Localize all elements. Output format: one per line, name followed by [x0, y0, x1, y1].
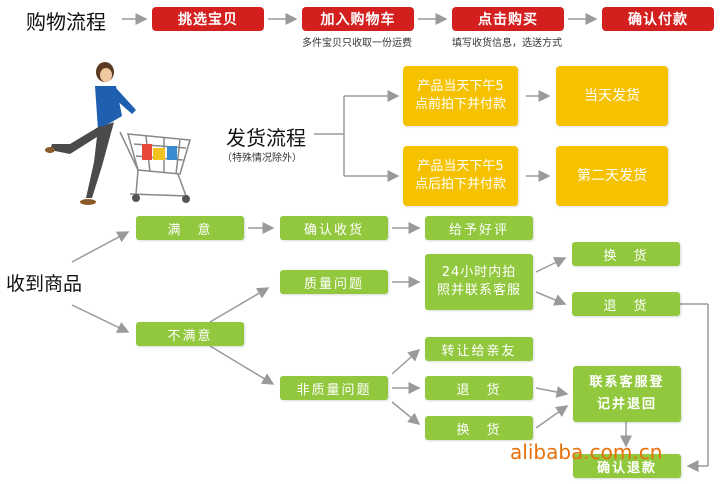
add-to-cart-note: 多件宝贝只收取一份运费	[302, 38, 412, 49]
arrow	[209, 287, 270, 323]
give-praise-box: 给予好评	[425, 216, 533, 240]
quality-issue-box: 质量问题	[280, 270, 388, 294]
step-add-to-cart: 加入购物车	[302, 7, 414, 31]
arrow	[71, 304, 130, 333]
shipping-title: 发货流程	[226, 126, 306, 150]
after-5pm-box: 产品当天下午5点后拍下并付款	[403, 146, 518, 206]
return-box-2: 退 货	[425, 376, 533, 400]
contact-register-box: 联系客服登记并退回	[573, 366, 681, 422]
arrow	[535, 291, 567, 306]
next-day-ship-box: 第二天发货	[556, 146, 668, 206]
arrow	[535, 257, 567, 273]
arrow	[209, 345, 275, 385]
unsatisfied-box: 不满意	[136, 322, 244, 346]
satisfied-box: 满 意	[136, 216, 244, 240]
shipping-note: （特殊情况除外）	[222, 153, 302, 164]
arrow	[535, 386, 569, 398]
before-5pm-box: 产品当天下午5点前拍下并付款	[403, 66, 518, 126]
arrow	[391, 401, 421, 425]
step-select-item: 挑选宝贝	[152, 7, 264, 31]
confirm-receipt-box: 确认收货	[280, 216, 388, 240]
contact-24h-box: 24小时内拍照并联系客服	[425, 254, 533, 310]
confirm-refund-box: 确认退款	[573, 454, 681, 478]
page-title: 购物流程	[26, 10, 106, 34]
step-confirm-payment: 确认付款	[602, 7, 714, 31]
arrow	[71, 231, 130, 263]
receive-title: 收到商品	[6, 273, 83, 295]
non-quality-issue-box: 非质量问题	[280, 376, 388, 400]
arrow	[535, 405, 569, 429]
same-day-ship-box: 当天发货	[556, 66, 668, 126]
arrow	[391, 349, 421, 375]
click-buy-note: 填写收货信息，选送方式	[452, 38, 562, 49]
transfer-box: 转让给亲友	[425, 337, 533, 361]
watermark: alibaba.com.cn	[510, 440, 663, 464]
shopper-with-cart-illustration	[45, 62, 191, 205]
return-box: 退 货	[572, 292, 680, 316]
step-click-buy: 点击购买	[452, 7, 564, 31]
exchange-box-2: 换 货	[425, 416, 533, 440]
exchange-box: 换 货	[572, 242, 680, 266]
